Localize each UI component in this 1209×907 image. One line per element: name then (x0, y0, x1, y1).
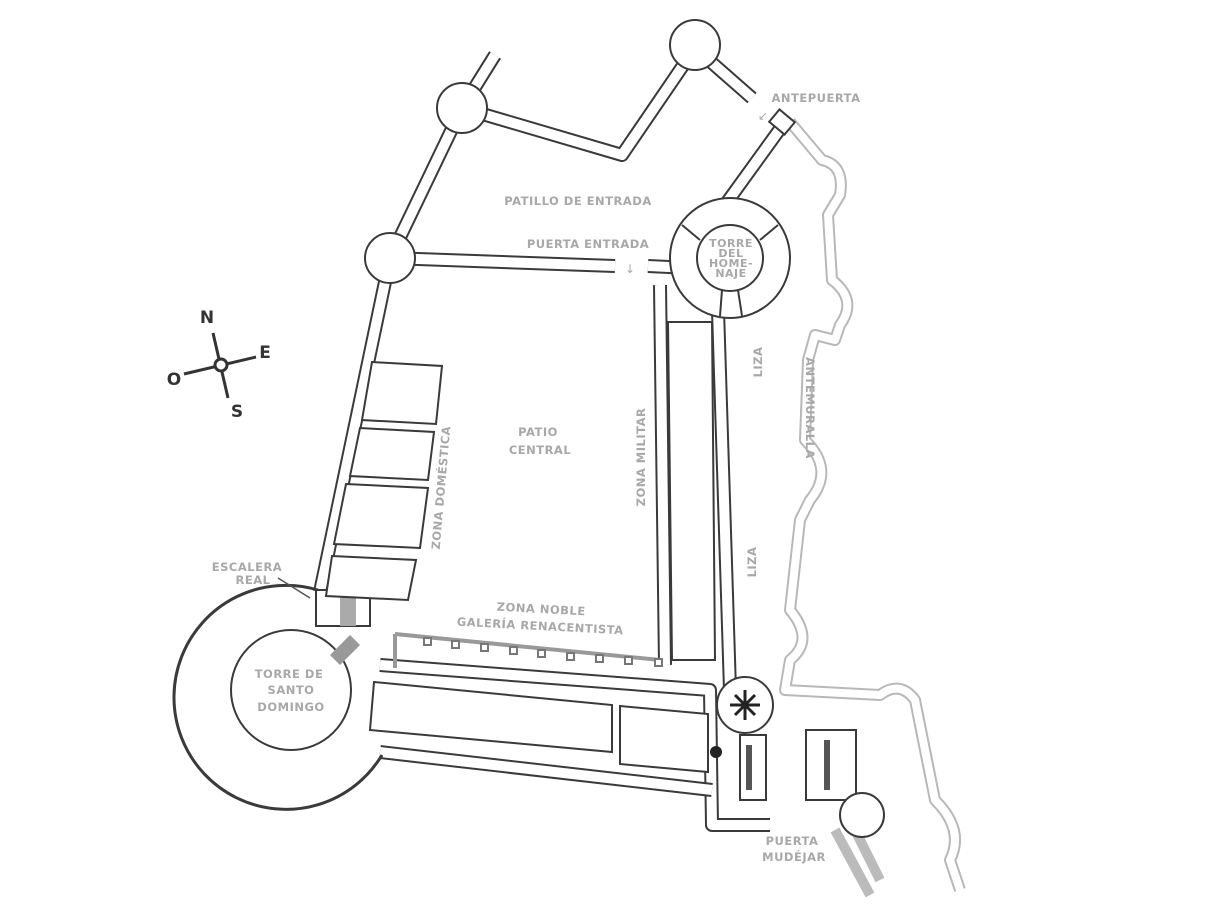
escalera-pointer (277, 577, 311, 599)
label-puerta-mudejar-2: MUDÉJAR (762, 849, 826, 864)
corner-towers (364, 19, 797, 284)
galeria-renacentista (393, 632, 663, 668)
label-puerta-mudejar-1: PUERTA (766, 834, 819, 848)
label-liza-top: LIZA (751, 347, 765, 378)
compass-e: E (259, 343, 271, 363)
label-patio-2: CENTRAL (509, 443, 572, 457)
label-escalera-1: ESCALERA (212, 560, 282, 574)
compass-rose-icon: N E S O (167, 308, 271, 422)
label-zona-militar: ZONA MILITAR (634, 408, 648, 507)
label-torre-homenaje-2: DEL (718, 247, 743, 260)
compass-o: O (167, 370, 181, 390)
label-torre-homenaje-4: NAJE (715, 267, 746, 280)
label-zona-noble: ZONA NOBLE (496, 600, 586, 619)
zona-domestica-rooms (324, 321, 717, 774)
label-torre-homenaje-3: HOME- (709, 257, 753, 270)
label-torre-homenaje-1: TORRE (709, 237, 753, 250)
label-torre-santo-3: DOMINGO (257, 700, 324, 714)
label-escalera-2: REAL (236, 573, 271, 587)
label-liza-bottom: LIZA (745, 547, 759, 578)
label-patio-1: PATIO (518, 425, 558, 439)
label-antepuerta: ANTEPUERTA (771, 91, 860, 105)
antepuerta-arrow-icon: ↙ (758, 109, 768, 123)
label-puerta-entrada: PUERTA ENTRADA (527, 237, 649, 251)
torre-homenaje (669, 197, 791, 319)
label-torre-santo-1: TORRE DE (255, 667, 324, 681)
label-patillo: PATILLO DE ENTRADA (504, 194, 651, 208)
antemuralla-wall (779, 118, 966, 892)
compass-n: N (200, 308, 214, 328)
curtain-walls (313, 41, 791, 832)
compass-s: S (231, 402, 243, 422)
label-antemuralla: ANTEMURALLA (803, 357, 817, 459)
label-torre-santo-2: SANTO (268, 683, 315, 697)
puerta-mudejar (710, 676, 885, 898)
puerta-entrada-arrow-icon: ↓ (625, 262, 635, 276)
